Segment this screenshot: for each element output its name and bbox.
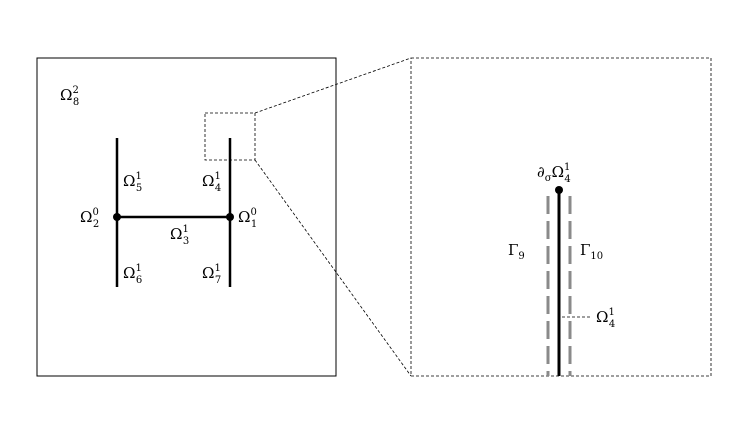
node-omega-2 [113, 213, 121, 221]
label-gamma-9: Γ9 [508, 241, 525, 262]
zoom-view-box [410, 57, 712, 377]
zoom-connector-top [254, 57, 412, 114]
zoom-endpoint-node [555, 186, 563, 194]
node-omega-1 [226, 213, 234, 221]
domain-box [36, 57, 337, 377]
zoom-connector-bottom [254, 159, 412, 377]
label-gamma-10: Γ10 [580, 241, 603, 262]
